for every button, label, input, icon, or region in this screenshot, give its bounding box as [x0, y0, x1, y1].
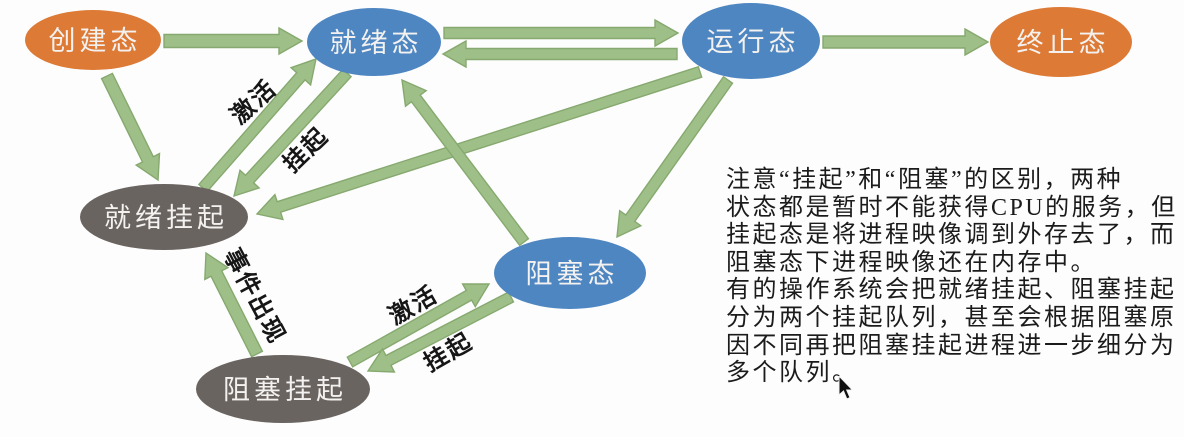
note-line: 注意“挂起”和“阻塞”的区别，两种	[726, 167, 1124, 193]
blocked-suspend-state-label: 阻塞挂起	[223, 375, 347, 405]
note-line: 多个队列。	[726, 360, 859, 387]
blocked-suspend-state: 阻塞挂起	[196, 355, 370, 423]
blocked-state-ellipse	[494, 237, 646, 309]
blocked-suspend-to-blocked-arrow	[346, 283, 491, 368]
ready-state-ellipse	[307, 8, 441, 76]
running-to-terminated-arrow	[822, 27, 990, 57]
ready-suspend-state-label: 就绪挂起	[104, 203, 228, 233]
mouse-cursor-icon	[838, 376, 854, 400]
ready-state-label: 就绪态	[330, 28, 423, 58]
note-line: 阻塞态下进程映像还在内存中。	[726, 249, 1097, 276]
note-line: 分为两个挂起队列，甚至会根据阻塞原	[726, 304, 1177, 331]
terminated-state: 终止态	[990, 7, 1132, 77]
ready-to-ready-suspend-arrow	[233, 68, 353, 198]
blocked-state: 阻塞态	[494, 237, 646, 309]
running-state-ellipse	[682, 3, 820, 79]
create-state: 创建态	[25, 10, 161, 70]
running-state: 运行态	[682, 3, 820, 79]
note-line: 状态都是暂时不能获得CPU的服务，但	[726, 194, 1178, 221]
create-state-label: 创建态	[49, 26, 142, 56]
note-line: 挂起态是将进程映像调到外存去了，而	[726, 222, 1177, 249]
blocked-suspend-state-ellipse	[196, 355, 370, 423]
running-to-ready-suspend-arrow	[255, 65, 703, 221]
ready-suspend-state-ellipse	[80, 184, 248, 250]
ready-suspend-state: 就绪挂起	[80, 184, 248, 250]
blocked-to-ready-arrow	[401, 78, 530, 247]
running-to-ready-arrow	[441, 39, 678, 69]
create-state-ellipse	[25, 10, 161, 70]
note-line: 因不同再把阻塞挂起进程进一步细分为	[726, 332, 1177, 359]
running-to-blocked-arrow	[616, 75, 734, 239]
ready-suspend-to-ready-arrow	[197, 57, 317, 193]
blocked-to-blocked-suspend-arrow	[366, 291, 515, 373]
create-to-ready-arrow	[163, 26, 304, 56]
create-to-ready-suspend-arrow	[100, 72, 161, 182]
ready-to-running-arrow	[443, 18, 680, 48]
running-state-label: 运行态	[707, 27, 800, 57]
blocked-state-label: 阻塞态	[526, 259, 619, 289]
terminated-state-label: 终止态	[1017, 28, 1110, 58]
terminated-state-ellipse	[990, 7, 1132, 77]
blocked-suspend-to-ready-suspend-arrow	[204, 251, 264, 358]
ready-state: 就绪态	[307, 8, 441, 76]
note-text: 注意“挂起”和“阻塞”的区别，两种 状态都是暂时不能获得CPU的服务，但 挂起态…	[726, 167, 1184, 388]
note-line: 有的操作系统会把就绪挂起、阻塞挂起	[726, 277, 1177, 304]
